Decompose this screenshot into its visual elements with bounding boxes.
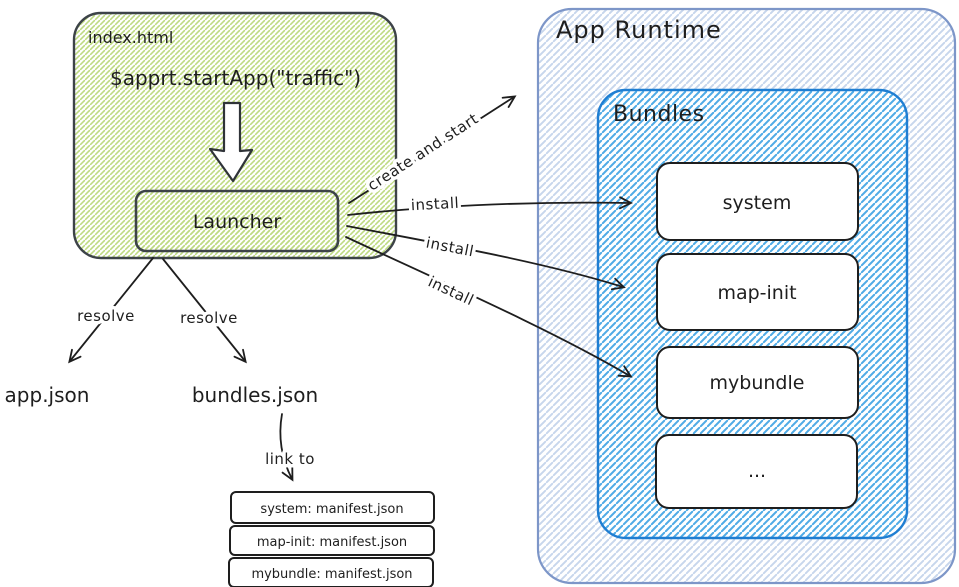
bundle-node-ellipsis: ...: [655, 434, 858, 509]
manifest-mybundle-label: mybundle: manifest.json: [251, 567, 412, 582]
launcher-node: Launcher: [134, 189, 340, 253]
edge-label-link-to: link to: [265, 450, 315, 468]
bundle-node-map-init: map-init: [656, 253, 859, 331]
manifest-stack: system: manifest.json map-init: manifest…: [228, 491, 435, 587]
start-app-code: $apprt.startApp("traffic"): [110, 66, 361, 90]
index-html-box: index.html $apprt.startApp("traffic") La…: [72, 11, 398, 260]
app-runtime-box: App Runtime Bundles system map-init mybu…: [536, 7, 957, 585]
manifest-map-init-label: map-init: manifest.json: [257, 535, 407, 550]
bundle-mybundle-label: mybundle: [710, 372, 805, 394]
edge-link-to: [279, 413, 294, 482]
bundle-mybundle-rect: [656, 346, 859, 419]
bundle-node-mybundle: mybundle: [656, 346, 859, 419]
manifest-row-map-init: map-init: manifest.json: [229, 525, 435, 556]
app-json-label: app.json: [5, 383, 90, 407]
manifest-system-rect: [230, 491, 435, 524]
edge-install-system: [347, 196, 634, 216]
app-runtime-title: App Runtime: [556, 16, 722, 44]
manifest-row-system: system: manifest.json: [230, 491, 435, 524]
edge-resolve-bundles-json: [162, 258, 247, 364]
edge-label-install-mybundle: install: [425, 273, 476, 310]
bundle-map-init-rect: [656, 253, 859, 331]
bundle-system-label: system: [723, 192, 792, 214]
bundle-ellipsis-label: ...: [748, 460, 766, 482]
edge-install-mybundle: [345, 236, 633, 378]
bundle-map-init-label: map-init: [717, 282, 796, 304]
edge-resolve-app-json: [68, 257, 154, 364]
edge-create-and-start: [348, 95, 517, 204]
edge-install-map-init: [346, 225, 626, 291]
bundle-system-rect: [656, 162, 859, 241]
manifest-row-mybundle: mybundle: manifest.json: [228, 557, 434, 587]
manifest-mybundle-rect: [228, 557, 434, 587]
launcher-label: Launcher: [193, 211, 281, 233]
edge-label-install-system: install: [410, 194, 459, 215]
bundles-title: Bundles: [613, 102, 705, 127]
manifest-map-init-rect: [229, 525, 435, 556]
bundle-ellipsis-rect: [655, 434, 858, 509]
edge-label-resolve-app: resolve: [77, 307, 135, 325]
bundles-box: Bundles system map-init mybundle ...: [596, 88, 909, 540]
big-down-arrow: [208, 101, 254, 183]
edge-label-install-map-init: install: [425, 234, 476, 261]
bundle-node-system: system: [656, 162, 859, 241]
index-html-title: index.html: [88, 28, 173, 47]
bundles-json-label: bundles.json: [192, 383, 318, 407]
edge-label-resolve-bundles: resolve: [180, 309, 238, 327]
manifest-system-label: system: manifest.json: [260, 502, 403, 517]
launcher-rect: [134, 189, 340, 253]
